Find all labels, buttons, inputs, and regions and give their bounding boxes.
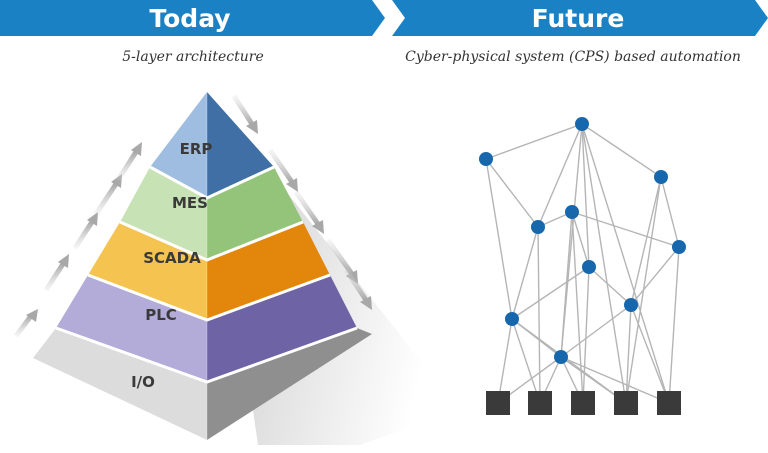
cps-link [485, 158, 539, 228]
layer-separators [55, 165, 358, 384]
cps-link [560, 356, 670, 404]
future-label: Future [532, 4, 625, 33]
cps-link [630, 176, 662, 306]
cps-node [479, 152, 493, 166]
cps-network [479, 117, 686, 415]
layer-label-scada: SCADA [143, 249, 201, 267]
layer-label-plc: PLC [145, 306, 177, 324]
cps-device [571, 391, 595, 415]
down-arrow [293, 190, 324, 234]
cps-link [581, 123, 662, 178]
cps-link [497, 318, 513, 404]
cps-node [624, 298, 638, 312]
cps-node [654, 170, 668, 184]
cps-link [668, 246, 680, 404]
pyramid-layer-erp [150, 92, 274, 198]
layer-label-mes: MES [172, 194, 208, 212]
cps-node [531, 220, 545, 234]
right-subtitle: Cyber-physical system (CPS) based automa… [405, 49, 741, 65]
cps-link [625, 176, 662, 404]
cps-device [657, 391, 681, 415]
cps-devices [486, 391, 681, 415]
cps-node [672, 240, 686, 254]
pyramid-layer-plc [56, 275, 357, 382]
up-arrow [72, 212, 98, 250]
cps-link [630, 246, 680, 306]
left-subtitle: 5-layer architecture [122, 49, 264, 65]
cps-link [581, 123, 670, 404]
downward-flow-arrows [231, 94, 372, 310]
cps-node [582, 260, 596, 274]
cps-link [511, 226, 539, 320]
pyramid-layer-mes [120, 167, 303, 260]
cps-device [528, 391, 552, 415]
cps-node [554, 350, 568, 364]
up-arrow [14, 309, 38, 338]
cps-link [582, 266, 590, 404]
cps-link [560, 123, 583, 358]
layer-label-erp: ERP [180, 140, 213, 158]
cps-link [485, 123, 583, 160]
up-arrow [115, 142, 142, 182]
cps-link [625, 304, 632, 404]
cps-link [581, 123, 590, 268]
cps-node [565, 205, 579, 219]
cps-link [581, 123, 627, 404]
upward-flow-arrows [14, 142, 142, 338]
cps-link [571, 211, 590, 268]
cps-link [660, 176, 680, 248]
cps-node [505, 312, 519, 326]
today-label: Today [149, 4, 230, 33]
cps-device [614, 391, 638, 415]
down-arrow [343, 268, 372, 310]
cps-link [537, 123, 583, 228]
cps-link [588, 266, 632, 306]
layer-label-io: I/O [131, 373, 155, 391]
cps-nodes [479, 117, 686, 364]
cps-link [485, 158, 513, 320]
cps-links [485, 123, 680, 404]
pyramid: ERP MES SCADA PLC I/O [33, 92, 372, 440]
cps-link [560, 304, 632, 358]
cps-link [571, 211, 584, 404]
today-banner [0, 0, 385, 36]
cps-link [571, 211, 680, 248]
pyramid-layer-scada [88, 222, 330, 320]
cps-link [511, 318, 541, 404]
up-arrow [43, 254, 69, 292]
down-arrow [267, 148, 298, 192]
header-banner: Today Future [0, 0, 768, 36]
cps-link [537, 226, 541, 404]
future-banner [392, 0, 768, 36]
cps-link [630, 304, 670, 404]
cps-device [486, 391, 510, 415]
cps-node [575, 117, 589, 131]
down-arrow [231, 94, 258, 134]
